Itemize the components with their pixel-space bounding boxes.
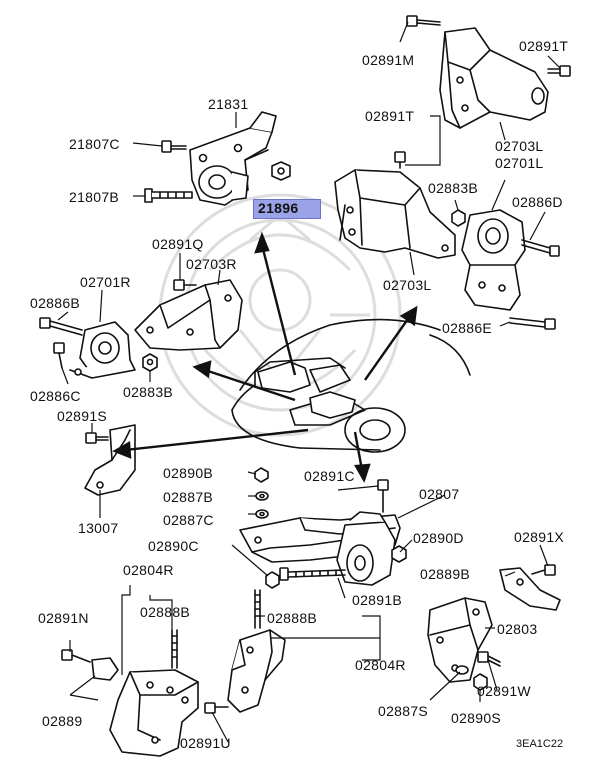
bolt-02891c — [377, 479, 389, 513]
label-02891t-top[interactable]: 02891T — [519, 38, 569, 54]
washer-02887s — [455, 665, 469, 675]
mount-insulator-02701r — [69, 321, 136, 379]
label-02886e[interactable]: 02886E — [442, 320, 493, 336]
label-02804r-top[interactable]: 02804R — [123, 562, 174, 578]
bolt-02891x — [531, 564, 556, 576]
nut-21896 — [271, 161, 291, 181]
label-02887c[interactable]: 02887C — [163, 512, 214, 528]
label-21807b[interactable]: 21807B — [69, 189, 120, 205]
bolt-02891u — [204, 702, 229, 714]
engine-block — [257, 361, 356, 419]
label-13007[interactable]: 13007 — [78, 520, 119, 536]
label-02891t-mid[interactable]: 02891T — [365, 108, 415, 124]
mount-insulator-02701l — [461, 209, 526, 311]
label-02703l-bottom[interactable]: 02703L — [383, 277, 432, 293]
stud-02888b-center — [254, 589, 261, 629]
label-02889b[interactable]: 02889B — [420, 566, 471, 582]
label-02803[interactable]: 02803 — [497, 621, 538, 637]
bolt-02891q — [173, 279, 197, 291]
label-02886b[interactable]: 02886B — [30, 295, 81, 311]
label-02886d[interactable]: 02886D — [512, 194, 563, 210]
label-02891b[interactable]: 02891B — [352, 592, 403, 608]
label-02891u[interactable]: 02891U — [180, 735, 231, 751]
mount-insulator-crossmember — [336, 511, 396, 586]
bracket-02889b — [499, 567, 561, 611]
label-02701l[interactable]: 02701L — [495, 155, 544, 171]
bolt-02891s — [85, 432, 109, 444]
bracket-02703l-upper — [439, 27, 549, 129]
bracket-02703l-lower — [334, 169, 456, 259]
stud-02888b-left — [171, 629, 178, 669]
bolt-21807c — [161, 140, 187, 153]
nut-02883b-left — [142, 353, 158, 372]
label-02890s[interactable]: 02890S — [451, 710, 502, 726]
nut-02890c — [265, 571, 280, 589]
label-02807[interactable]: 02807 — [419, 486, 460, 502]
bolt-02891m — [406, 15, 441, 27]
label-02889[interactable]: 02889 — [42, 713, 83, 729]
label-02883b-right[interactable]: 02883B — [428, 180, 479, 196]
vehicle-outline — [231, 318, 471, 453]
pointer-arrows — [112, 231, 418, 483]
label-02891c[interactable]: 02891C — [304, 468, 355, 484]
bolt-02886c — [53, 342, 65, 369]
label-02891m[interactable]: 02891M — [362, 52, 415, 68]
plate-02889 — [91, 657, 119, 681]
label-02701r[interactable]: 02701R — [80, 274, 131, 290]
label-02891s[interactable]: 02891S — [57, 408, 108, 424]
label-21896-highlighted[interactable]: 21896 — [253, 199, 322, 219]
bolt-02886b — [39, 317, 83, 336]
bolt-02891w — [477, 651, 501, 667]
bracket-02703r — [134, 279, 243, 351]
diagram-code: 3EA1C22 — [516, 738, 564, 750]
bolt-02891t-top — [547, 65, 571, 77]
bolt-02891n — [61, 649, 91, 663]
label-02703l-top[interactable]: 02703L — [495, 138, 544, 154]
label-02891w[interactable]: 02891W — [477, 683, 531, 699]
label-02891n[interactable]: 02891N — [38, 610, 89, 626]
bolt-02886e — [509, 317, 556, 330]
label-02888b-left[interactable]: 02888B — [140, 604, 191, 620]
label-21831[interactable]: 21831 — [208, 96, 249, 112]
bolt-02886d — [521, 239, 560, 257]
nut-02890s — [473, 673, 488, 691]
engine-mount-bracket-21831 — [189, 111, 277, 206]
bracket-02803 — [427, 597, 493, 683]
bracket-02804r-center — [227, 629, 286, 713]
label-02890d[interactable]: 02890D — [413, 530, 464, 546]
label-02890b[interactable]: 02890B — [163, 465, 214, 481]
label-02887s[interactable]: 02887S — [378, 703, 429, 719]
label-02886c[interactable]: 02886C — [30, 388, 81, 404]
label-02891q[interactable]: 02891Q — [152, 236, 204, 252]
washer-stack — [254, 467, 269, 519]
label-02804r-bottom[interactable]: 02804R — [355, 657, 406, 673]
bolt-02891t-mid — [394, 151, 406, 169]
nut-02883b-right — [451, 209, 466, 227]
label-21807c[interactable]: 21807C — [69, 136, 120, 152]
label-02887b[interactable]: 02887B — [163, 489, 214, 505]
label-02888b-mid[interactable]: 02888B — [267, 610, 318, 626]
bracket-02804r-left — [109, 669, 199, 757]
leader-lines — [57, 21, 561, 743]
label-02891x[interactable]: 02891X — [514, 529, 565, 545]
bolt-21807b — [144, 188, 193, 203]
label-02890c[interactable]: 02890C — [148, 538, 199, 554]
label-02883b-left[interactable]: 02883B — [123, 384, 174, 400]
bolt-02891b — [279, 567, 346, 581]
label-02703r[interactable]: 02703R — [186, 256, 237, 272]
